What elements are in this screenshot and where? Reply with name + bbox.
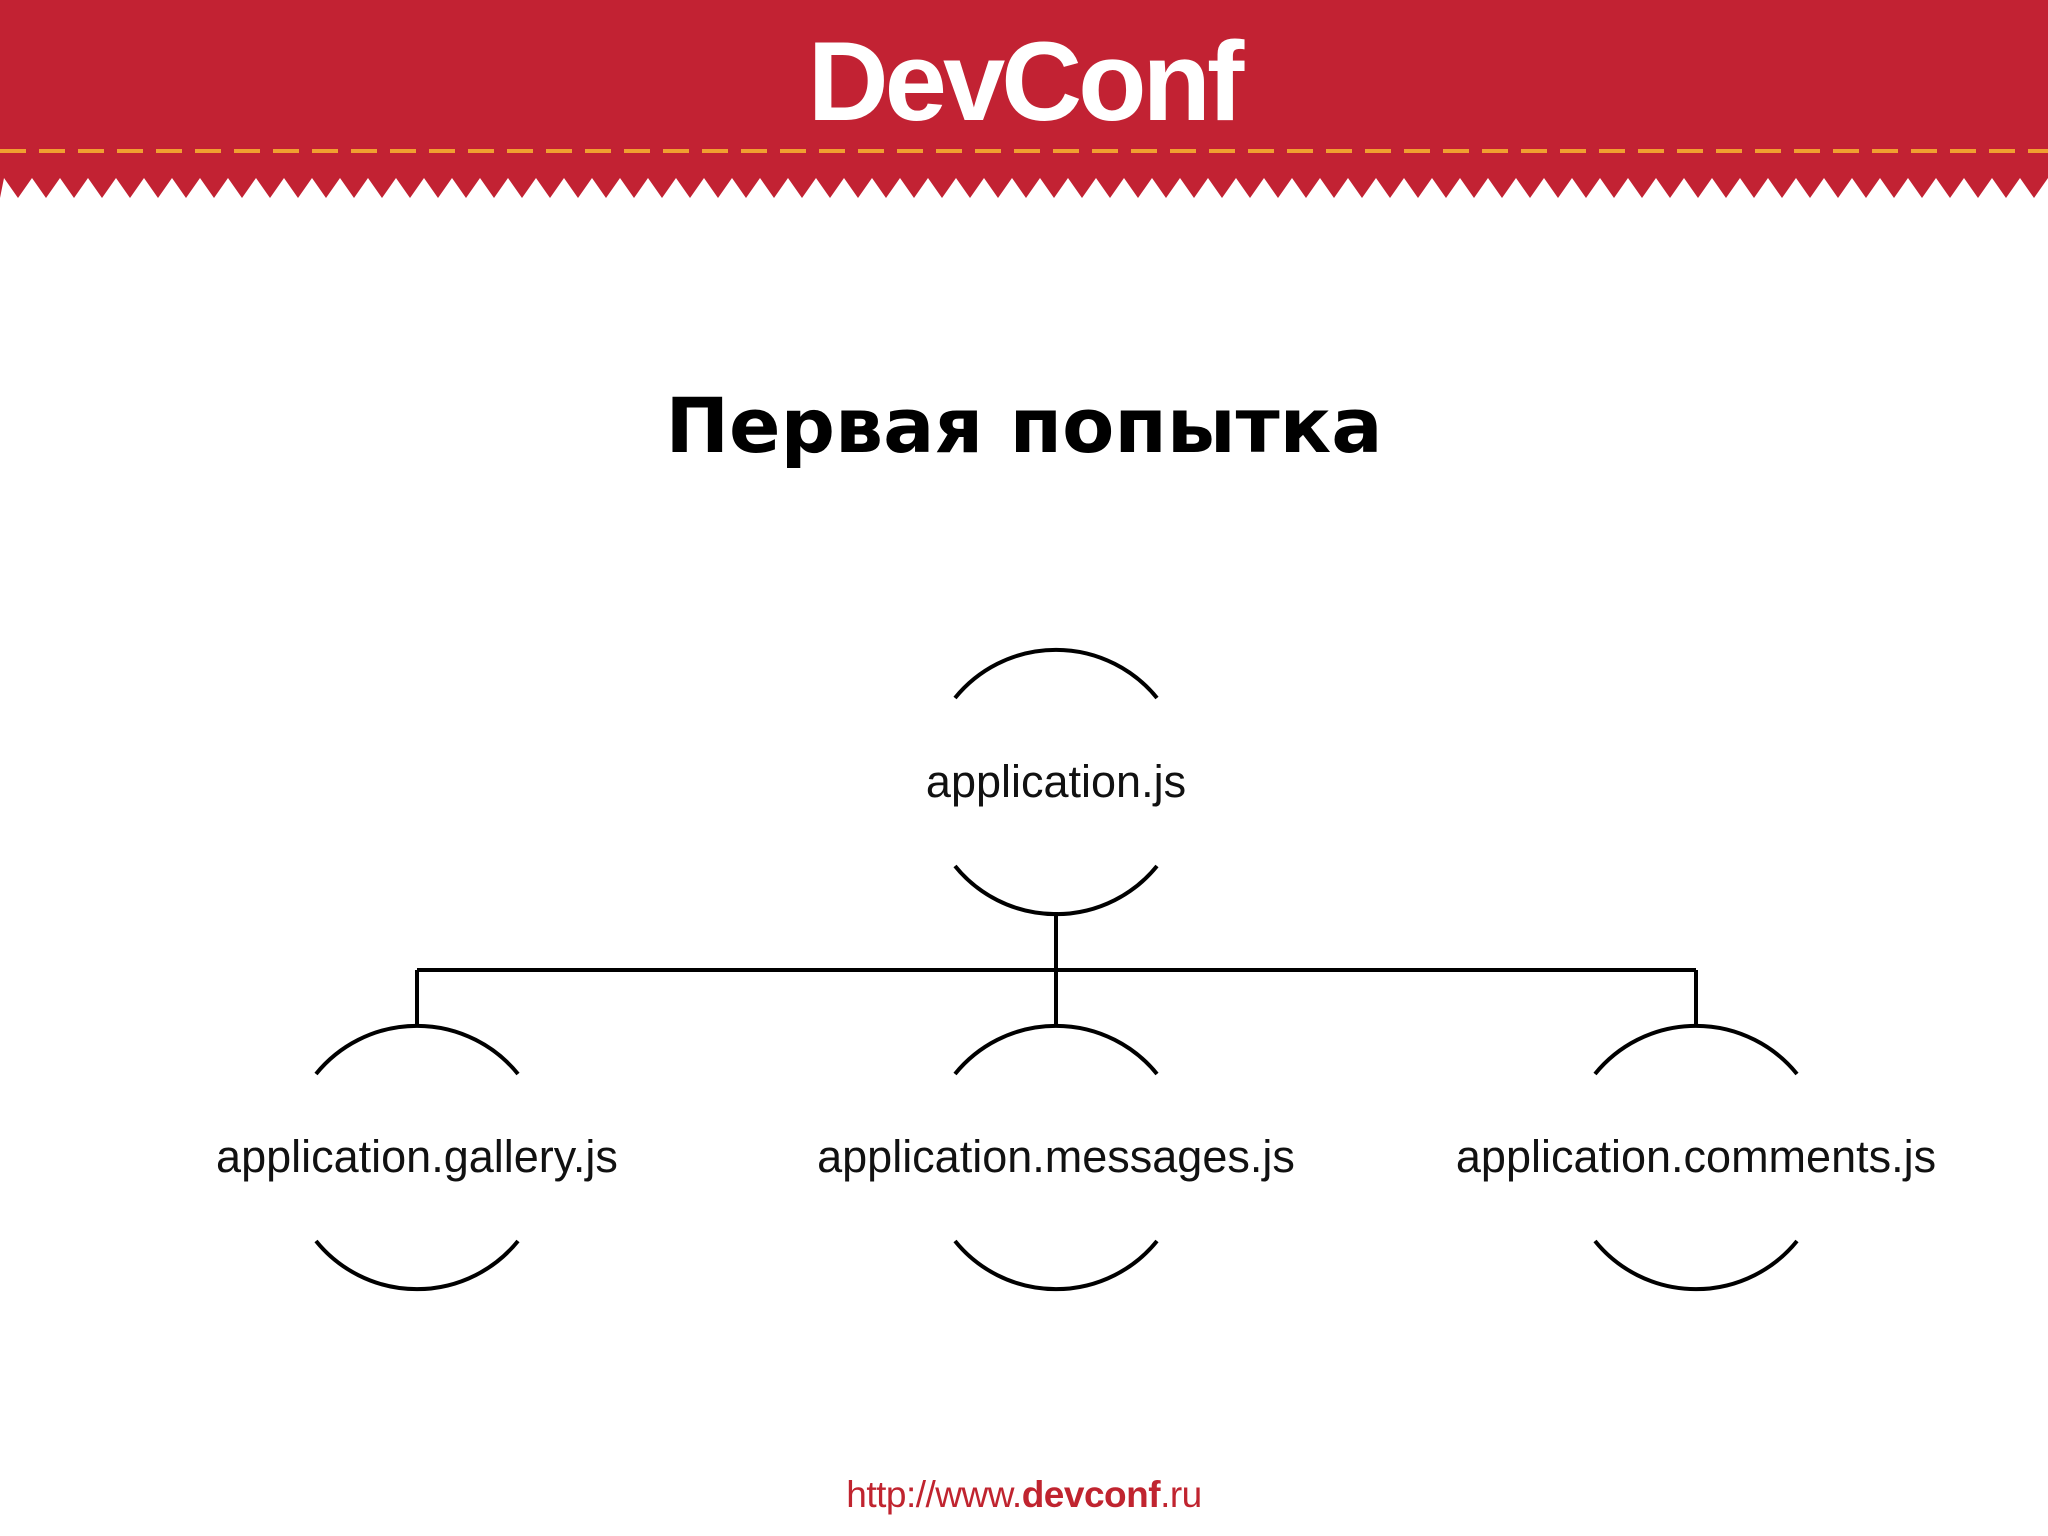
page-title: Первая попытка: [665, 381, 1383, 470]
footer-url-suffix: .ru: [1160, 1474, 1202, 1515]
root-node-outline: [953, 647, 1159, 917]
node-application-messages-js: application.messages.js: [817, 1131, 1295, 1182]
hand-icon: [818, 56, 848, 104]
comments-node-outline: [1593, 1023, 1799, 1292]
node-application-gallery-js: application.gallery.js: [216, 1131, 618, 1182]
header-band: [0, 0, 2048, 198]
devconf-logo: DevConf: [808, 19, 1249, 144]
footer-url[interactable]: http://www.devconf.ru: [0, 1470, 2048, 1520]
messages-node-outline: [953, 1023, 1159, 1292]
header-banner: DevConf: [0, 0, 2048, 198]
footer-url-prefix: http://www.: [846, 1474, 1022, 1515]
node-application-js: application.js: [926, 756, 1186, 807]
footer-url-host: devconf: [1021, 1474, 1161, 1515]
node-application-comments-js: application.comments.js: [1456, 1131, 1936, 1182]
gallery-node-outline: [314, 1023, 520, 1292]
logo-text: DevConf: [808, 19, 1245, 144]
